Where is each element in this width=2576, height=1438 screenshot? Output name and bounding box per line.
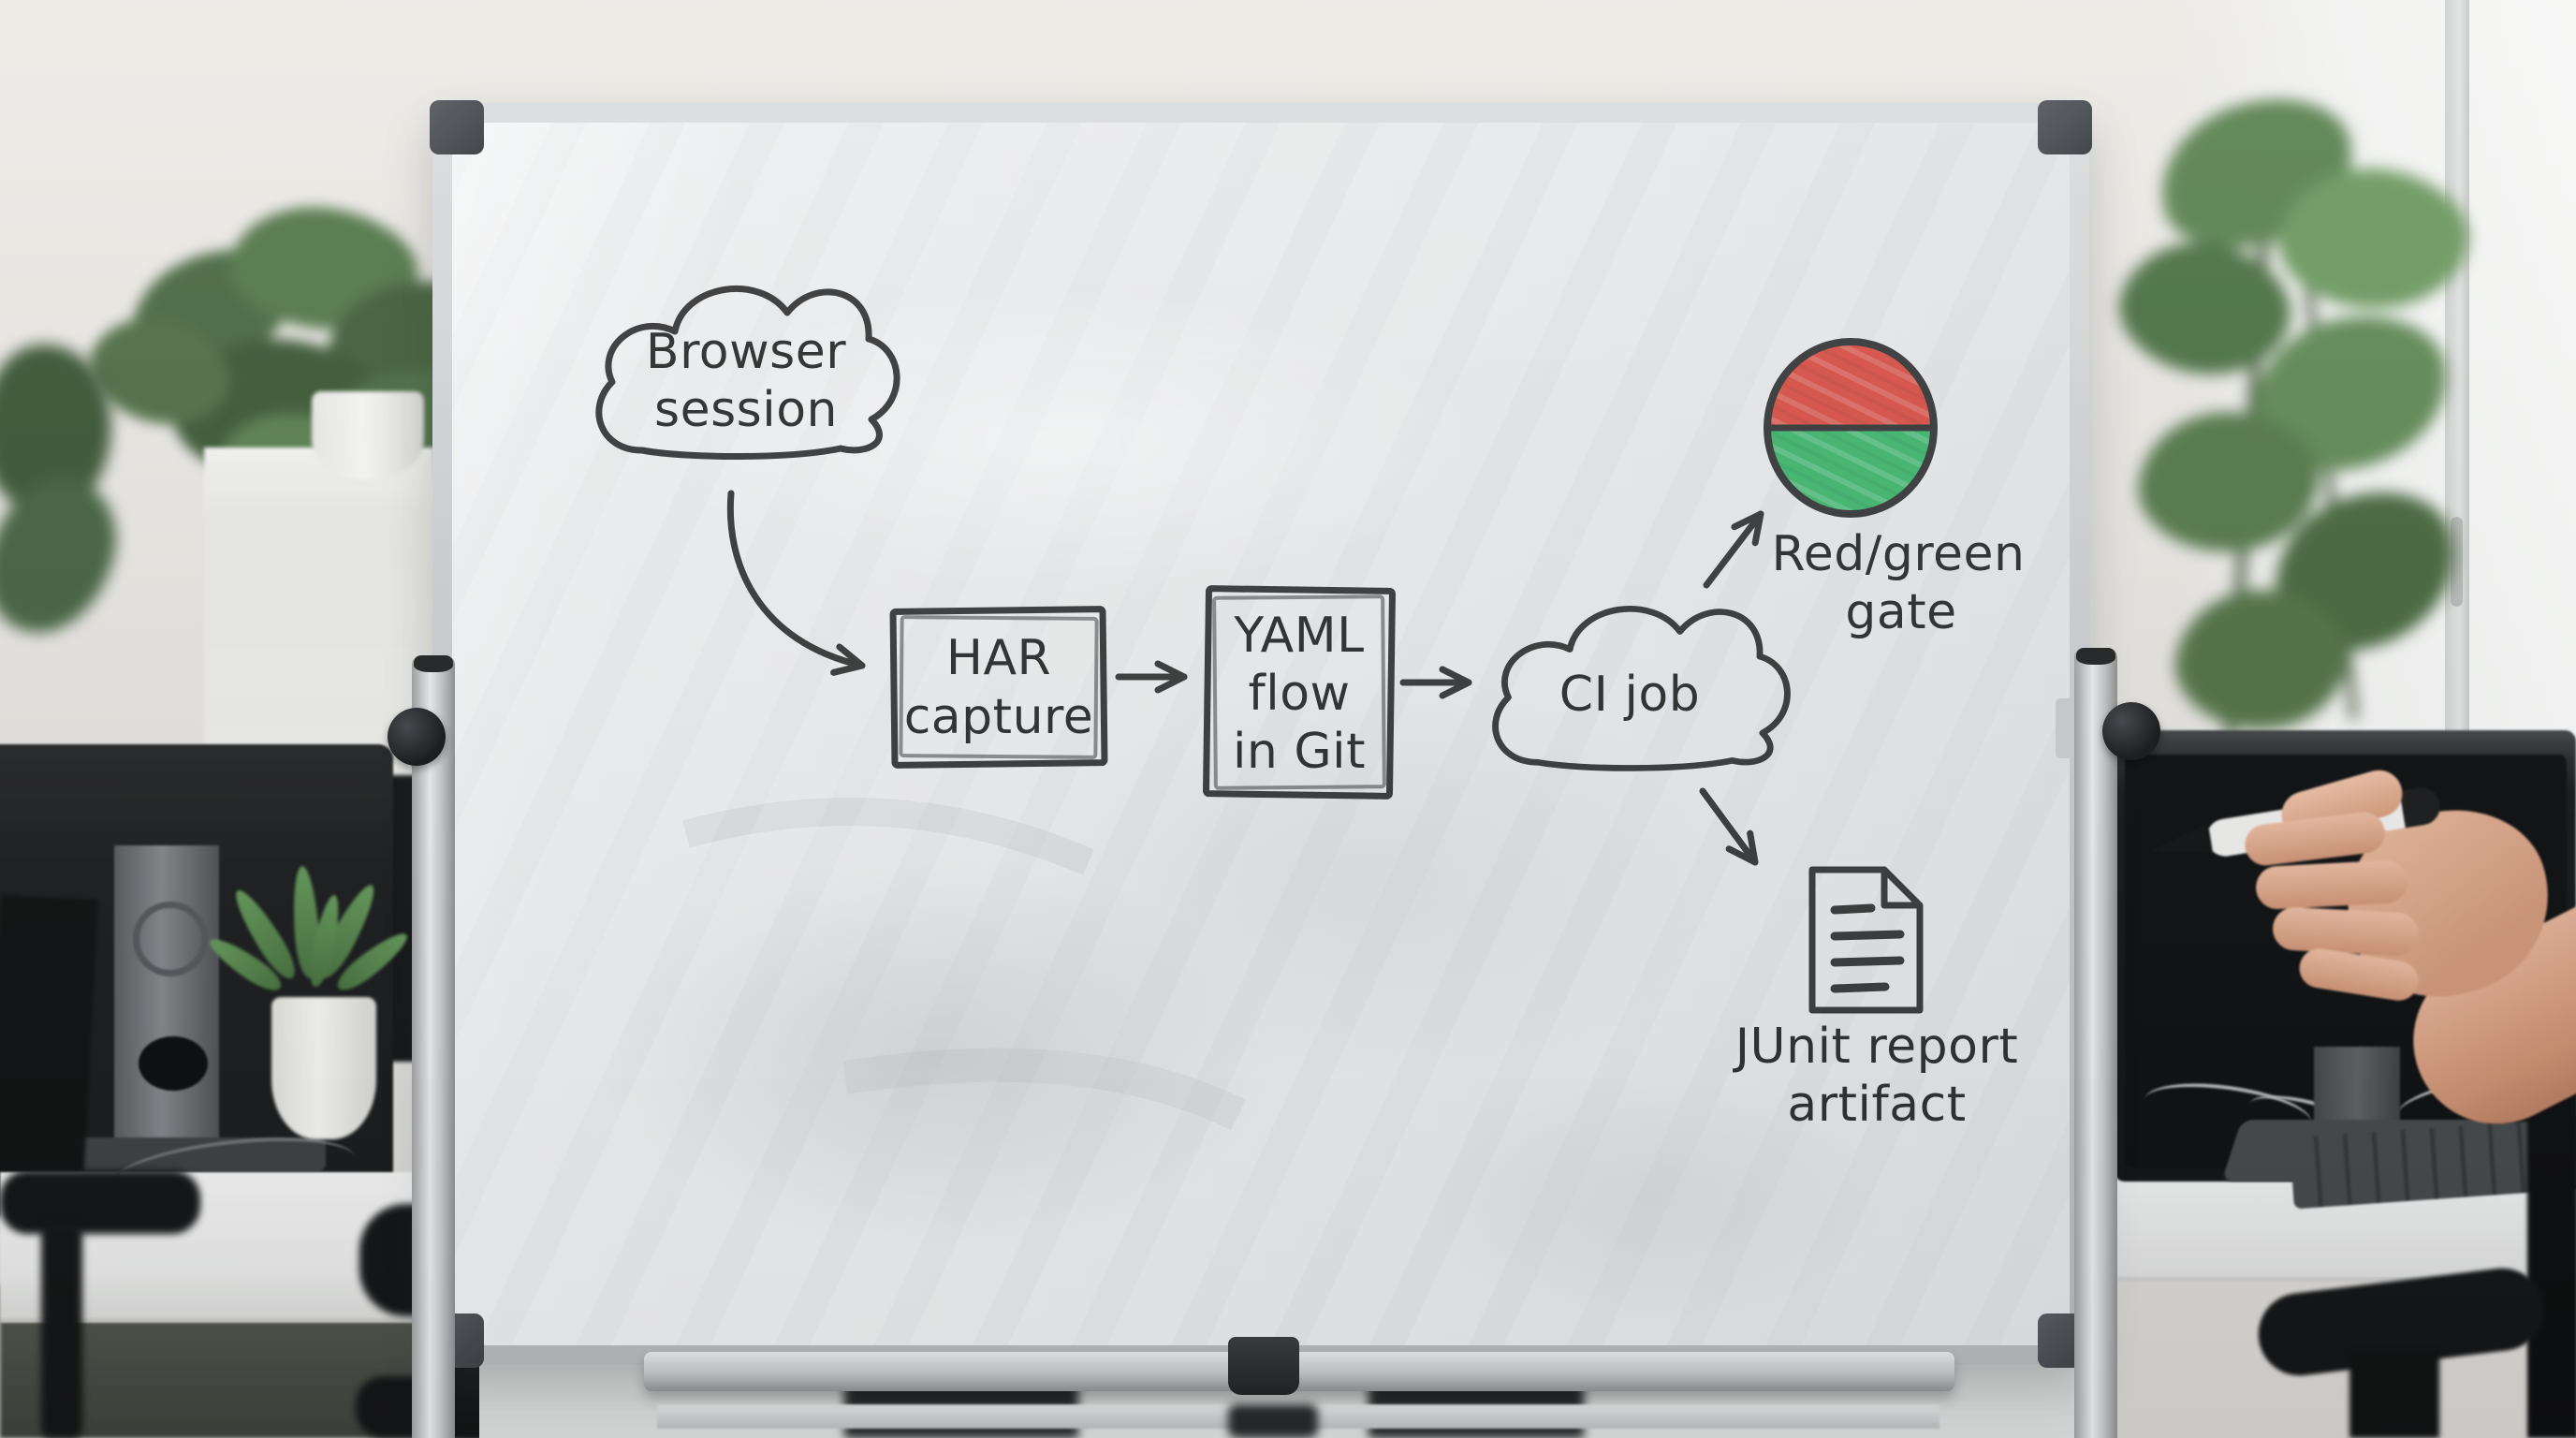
stand-pole-right <box>2074 648 2117 1438</box>
flow-diagram: Browser session HAR capture YAML flow in… <box>452 123 2026 1133</box>
plant-right <box>2102 81 2479 796</box>
whiteboard-surface: Browser session HAR capture YAML flow in… <box>452 123 2070 1345</box>
ci-job-label: CI job <box>1559 667 1700 723</box>
stand-knob-left <box>388 708 446 766</box>
document-text-lines <box>1830 903 1905 993</box>
document-fold <box>1881 866 1924 909</box>
junit-report-label: artifact <box>1787 1077 1966 1133</box>
red-green-gate-label: gate <box>1845 584 1956 640</box>
marker-tray <box>644 1352 1954 1391</box>
dell-badge-icon <box>133 902 208 976</box>
hand-with-marker <box>2125 721 2576 1153</box>
small-desk-plant <box>203 865 414 1147</box>
document-outline <box>1808 866 1924 1014</box>
yaml-flow-box-inner <box>1212 594 1386 790</box>
chair-armrest-left <box>0 1170 200 1234</box>
yaml-flow-label: YAML <box>1233 608 1364 664</box>
har-capture-box <box>889 606 1108 769</box>
arrow-browser-to-har <box>726 490 866 676</box>
stand-caster <box>1228 1404 1318 1438</box>
har-capture-box-inner <box>899 615 1099 759</box>
board-smudge <box>842 1048 1247 1131</box>
junit-report-label: JUnit report <box>1733 1019 2019 1075</box>
small-plant-pot <box>271 997 376 1139</box>
chair-column-right <box>2349 1352 2439 1438</box>
tray-clamp <box>1228 1337 1299 1395</box>
red-green-gate-label: Red/green <box>1772 526 2026 582</box>
yaml-flow-label: flow <box>1248 666 1350 722</box>
plant-left-lower <box>0 334 131 653</box>
marker-tip <box>2147 823 2213 862</box>
gate-outline <box>1764 338 1938 518</box>
cable-hole <box>139 1036 208 1091</box>
plant-pot-left <box>312 391 424 479</box>
monitor-stand <box>114 845 219 1154</box>
document-icon <box>1808 866 1924 1014</box>
board-smudge <box>682 798 1094 875</box>
middle-finger <box>2254 858 2409 911</box>
yaml-flow-box <box>1203 585 1396 800</box>
arrow-ci-to-gate <box>1703 510 1764 589</box>
ring-finger <box>2271 905 2421 958</box>
whiteboard-sheen <box>452 123 2070 1345</box>
browser-session-label: session <box>654 382 838 438</box>
diagram-ink <box>599 288 1938 1014</box>
red-green-gate-circle <box>1764 338 1938 518</box>
yaml-flow-label: in Git <box>1233 724 1366 780</box>
monitor-base <box>54 1137 326 1171</box>
window-handle <box>2451 517 2463 607</box>
stand-knob-right <box>2102 702 2160 760</box>
frame-corner-cap <box>430 100 484 154</box>
whiteboard: Browser session HAR capture YAML flow in… <box>430 100 2092 1368</box>
har-capture-label: HAR <box>946 630 1051 686</box>
pole-cap <box>2076 648 2115 665</box>
har-capture-label: capture <box>904 689 1094 745</box>
pole-cap <box>414 655 453 672</box>
frame-corner-cap <box>2038 100 2092 154</box>
browser-session-label: Browser <box>646 324 846 380</box>
arrow-ci-to-artifact <box>1699 787 1759 866</box>
stand-pole-left <box>412 655 455 1438</box>
chair-column-left <box>41 1225 82 1438</box>
diagram-labels: Browser session HAR capture YAML flow in… <box>646 324 2026 1133</box>
